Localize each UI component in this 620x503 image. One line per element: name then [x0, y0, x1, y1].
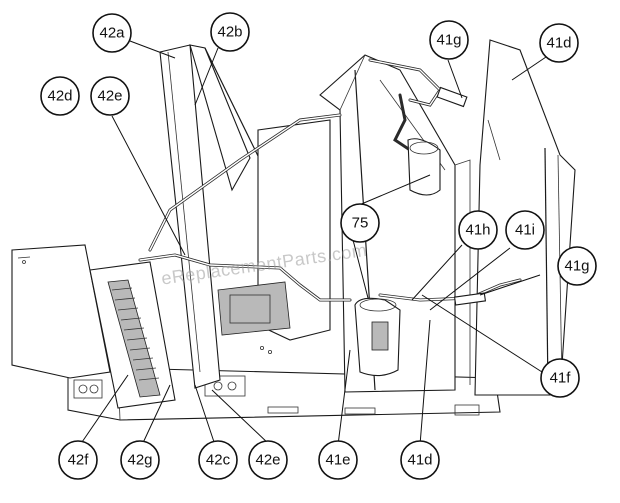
- callout-42e: 42e: [248, 440, 288, 480]
- callout-42g: 42g: [120, 440, 160, 480]
- callout-42d: 42d: [40, 76, 80, 116]
- callout-42b: 42b: [210, 12, 250, 52]
- callout-label: 42c: [206, 452, 231, 469]
- middle-partition: [217, 119, 331, 354]
- callout-label: 42d: [47, 88, 72, 105]
- callout-label: 41d: [407, 452, 432, 469]
- callout-label: 41h: [465, 222, 490, 239]
- callout-41i: 41i: [505, 210, 545, 250]
- refrigerant-piping: [138, 58, 522, 302]
- left-side-panel: [11, 244, 111, 379]
- callout-label: 42e: [255, 452, 280, 469]
- callout-41f: 41f: [540, 358, 580, 398]
- callout-label: 41i: [515, 222, 535, 239]
- callout-41d: 41d: [539, 23, 579, 63]
- callout-42c: 42c: [198, 440, 238, 480]
- callout-label: 75: [352, 215, 369, 232]
- leader-lines: [79, 40, 547, 446]
- callout-label: 41e: [325, 452, 350, 469]
- callout-label: 42f: [68, 452, 90, 469]
- callout-label: 41g: [564, 258, 589, 275]
- callout-41h: 41h: [458, 210, 498, 250]
- callout-label: 42g: [127, 452, 152, 469]
- callout-75: 75: [340, 203, 380, 243]
- callout-41g: 41g: [429, 20, 469, 60]
- callout-42f: 42f: [58, 440, 98, 480]
- compressor: [354, 297, 401, 377]
- callout-label: 42e: [97, 88, 122, 105]
- callout-41g: 41g: [557, 246, 597, 286]
- callout-label: 41g: [436, 32, 461, 49]
- filter-drier: [436, 86, 487, 306]
- callout-label: 41f: [550, 370, 572, 387]
- callout-label: 42b: [217, 24, 242, 41]
- callout-label: 41d: [546, 35, 571, 52]
- callout-42e: 42e: [90, 76, 130, 116]
- callout-41d: 41d: [400, 440, 440, 480]
- left-upright-panel: [159, 44, 261, 389]
- accumulator: [407, 138, 441, 196]
- callout-41e: 41e: [318, 440, 358, 480]
- callout-label: 42a: [99, 25, 125, 42]
- condenser-coil: [89, 261, 176, 409]
- callout-42a: 42a: [92, 13, 132, 53]
